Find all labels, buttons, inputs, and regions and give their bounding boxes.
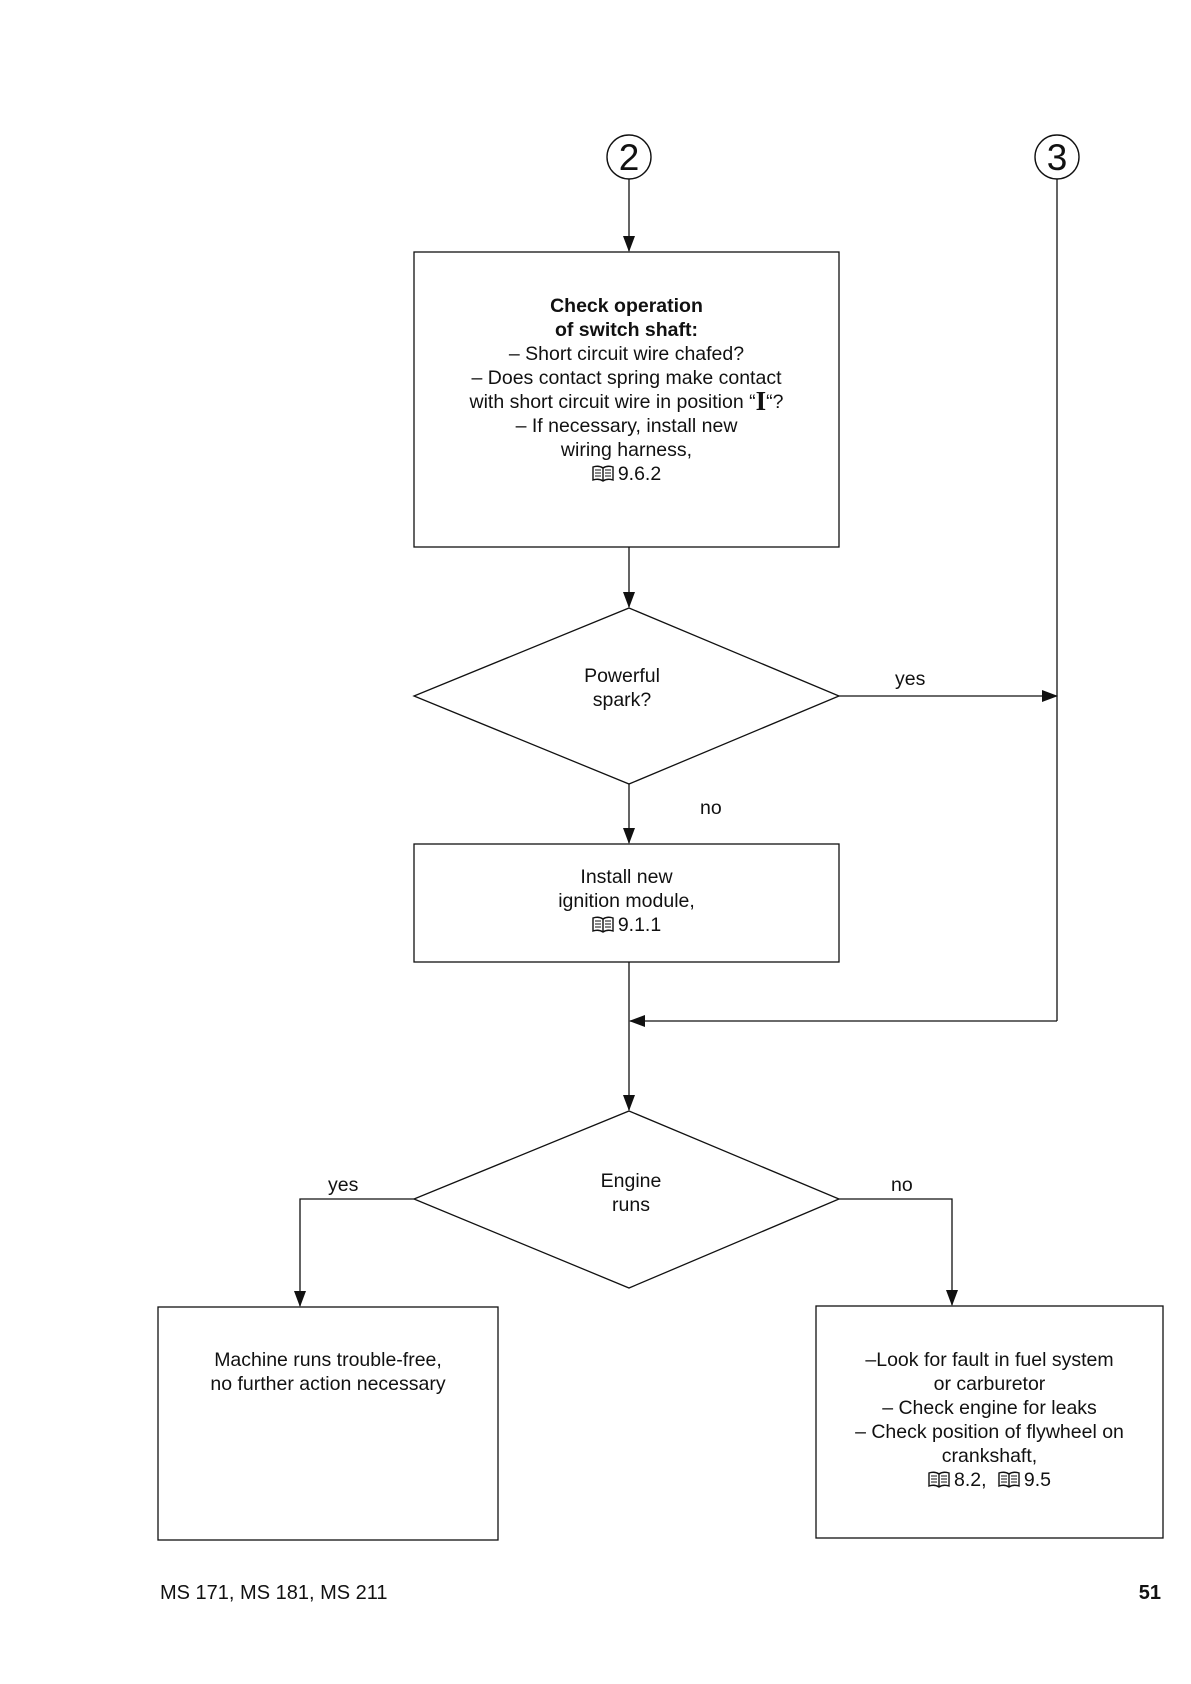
ignition-line-1: Install new bbox=[580, 866, 673, 888]
spark-decision-text: Powerful spark? bbox=[522, 664, 722, 712]
open-book-icon bbox=[592, 465, 614, 482]
ignition-line-2: ignition module, bbox=[558, 890, 695, 912]
check-line-1: – Short circuit wire chafed? bbox=[508, 343, 745, 365]
fault-reference-2: 9.5 bbox=[1023, 1469, 1052, 1491]
check-line-2: – Does contact spring make contact bbox=[471, 367, 782, 389]
ignition-box-text: Install new ignition module, 9.1.1 bbox=[414, 865, 839, 937]
fault-line-3: – Check engine for leaks bbox=[882, 1397, 1097, 1419]
check-line-5: wiring harness, bbox=[560, 439, 693, 461]
fault-reference-1: 8.2, bbox=[953, 1469, 987, 1491]
connector-3-label: 3 bbox=[1047, 137, 1068, 178]
fault-line-1: –Look for fault in fuel system bbox=[865, 1349, 1114, 1371]
arrow-engine-no bbox=[839, 1198, 958, 1306]
fault-line-4: – Check position of flywheel on bbox=[855, 1421, 1124, 1443]
spark-no-label: no bbox=[700, 797, 722, 819]
check-switch-shaft-box bbox=[413, 251, 840, 548]
engine-no-label: no bbox=[891, 1174, 913, 1196]
check-line-3-after: “? bbox=[766, 391, 784, 413]
engine-line-1: Engine bbox=[600, 1170, 662, 1192]
spark-yes-label: yes bbox=[895, 668, 926, 690]
open-book-icon bbox=[928, 1471, 950, 1488]
ignition-reference: 9.1.1 bbox=[414, 913, 839, 937]
trouble-free-line-1: Machine runs trouble-free, bbox=[214, 1349, 442, 1371]
check-title-line2: of switch shaft: bbox=[554, 319, 698, 341]
trouble-free-text: Machine runs trouble-free, no further ac… bbox=[158, 1348, 498, 1396]
engine-line-2: runs bbox=[612, 1194, 650, 1216]
fault-search-box bbox=[815, 1305, 1164, 1539]
engine-runs-decision bbox=[412, 1110, 841, 1289]
open-book-icon bbox=[592, 916, 614, 933]
trouble-free-box bbox=[157, 1306, 499, 1541]
position-one-symbol: I bbox=[755, 386, 767, 416]
check-line-4: – If necessary, install new bbox=[515, 415, 738, 437]
open-book-icon bbox=[998, 1471, 1020, 1488]
check-switch-shaft-text: Check operation of switch shaft: – Short… bbox=[414, 294, 839, 486]
connector-2-label: 2 bbox=[619, 137, 640, 178]
install-ignition-module-box bbox=[413, 843, 840, 963]
check-reference-number: 9.6.2 bbox=[617, 463, 662, 485]
fault-line-5: crankshaft, bbox=[941, 1445, 1038, 1467]
ignition-reference-number: 9.1.1 bbox=[617, 914, 662, 936]
check-line-3-before: with short circuit wire in position “ bbox=[469, 391, 756, 413]
check-title-line1: Check operation bbox=[550, 295, 703, 317]
footer-models: MS 171, MS 181, MS 211 bbox=[160, 1582, 388, 1604]
fault-line-2: or carburetor bbox=[933, 1373, 1046, 1395]
spark-line-1: Powerful bbox=[584, 665, 660, 687]
spark-line-2: spark? bbox=[592, 689, 652, 711]
fault-references: 8.2, 9.5 bbox=[816, 1468, 1163, 1492]
arrow-engine-yes bbox=[294, 1198, 414, 1307]
fault-search-text: –Look for fault in fuel system or carbur… bbox=[816, 1348, 1163, 1492]
check-reference: 9.6.2 bbox=[414, 462, 839, 486]
check-line-3: with short circuit wire in position “I“? bbox=[414, 388, 839, 415]
page-number: 51 bbox=[1138, 1582, 1161, 1604]
engine-decision-text: Engine runs bbox=[531, 1169, 731, 1217]
trouble-free-line-2: no further action necessary bbox=[210, 1373, 446, 1395]
engine-yes-label: yes bbox=[328, 1174, 359, 1196]
